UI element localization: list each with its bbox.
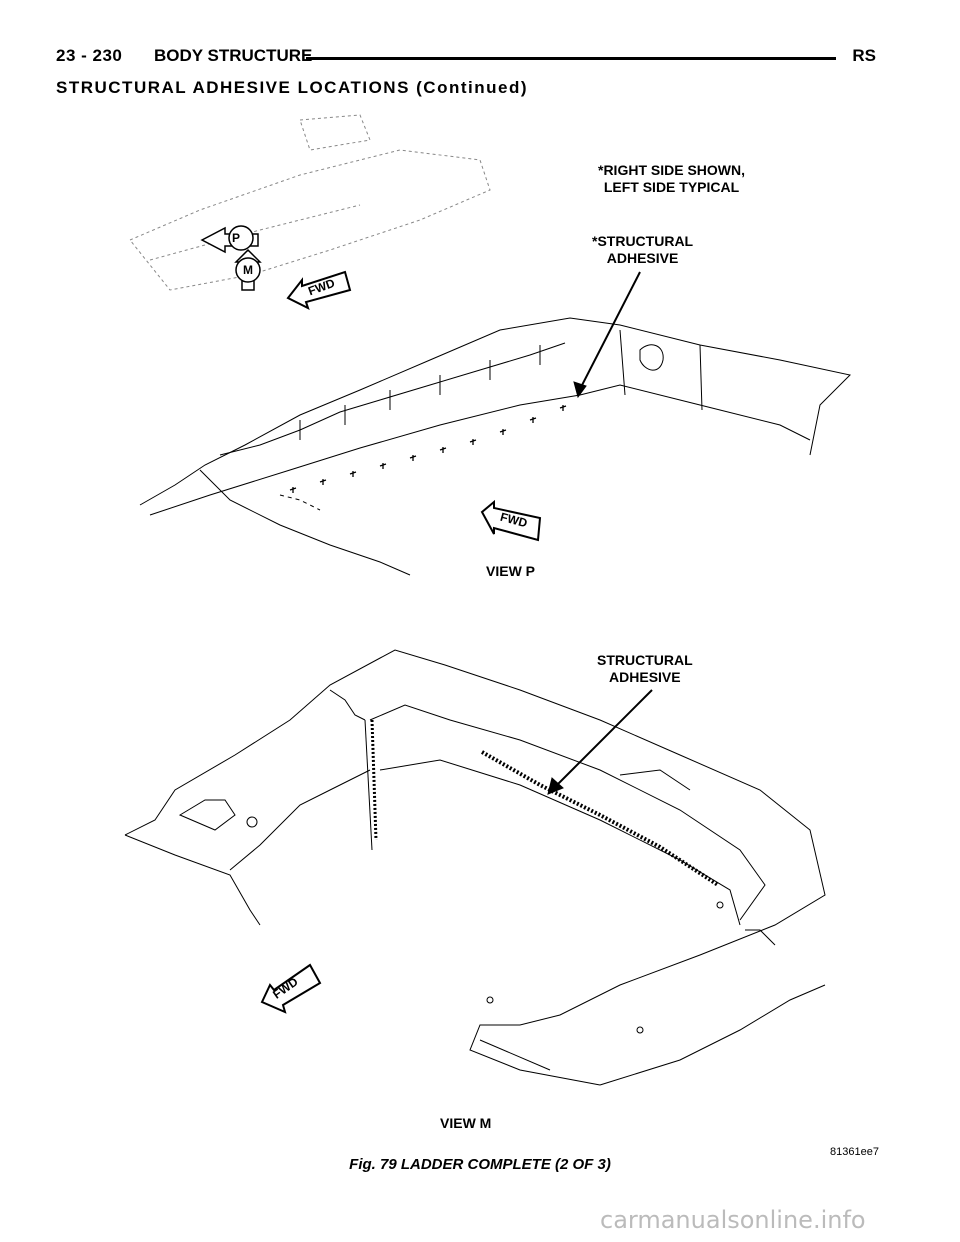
view-m-leader-line — [547, 689, 653, 795]
figure-caption: Fig. 79 LADDER COMPLETE (2 OF 3) — [349, 1156, 611, 1173]
watermark: carmanualsonline.info — [600, 1206, 866, 1234]
view-p-frame-rail — [139, 317, 852, 576]
view-m-adhesive-label: STRUCTURAL ADHESIVE — [597, 652, 693, 685]
page-number: 23 - 230 — [56, 46, 123, 65]
view-p-arrow-icon — [200, 225, 259, 254]
fwd-arrow-icon — [260, 963, 322, 1014]
page-subtitle: STRUCTURAL ADHESIVE LOCATIONS (Continued… — [56, 78, 528, 97]
fwd-arrow-icon — [286, 270, 352, 310]
view-m-arrow-icon — [234, 248, 262, 291]
view-p-adhesive-label: *STRUCTURAL ADHESIVE — [592, 233, 694, 266]
header-rule — [306, 57, 836, 60]
figure-id: 81361ee7 — [830, 1146, 879, 1158]
fwd-arrow-icon — [480, 499, 542, 542]
view-m-label: VIEW M — [440, 1115, 492, 1131]
view-p-adhesive-spots — [289, 405, 567, 493]
side-shown-note: *RIGHT SIDE SHOWN, LEFT SIDE TYPICAL — [598, 162, 746, 195]
view-m-adhesive-bead — [370, 719, 720, 887]
view-p-marker: P — [232, 231, 241, 245]
view-m-frame — [124, 649, 826, 1086]
vehicle-locator-sketch — [129, 114, 491, 291]
model-code: RS — [852, 46, 876, 65]
section-title: BODY STRUCTURE — [154, 46, 313, 65]
view-p-label: VIEW P — [486, 563, 536, 579]
view-m-marker: M — [243, 263, 253, 277]
view-p-leader-line — [573, 271, 641, 399]
page-header: 23 - 230 BODY STRUCTURE RS — [56, 46, 876, 72]
